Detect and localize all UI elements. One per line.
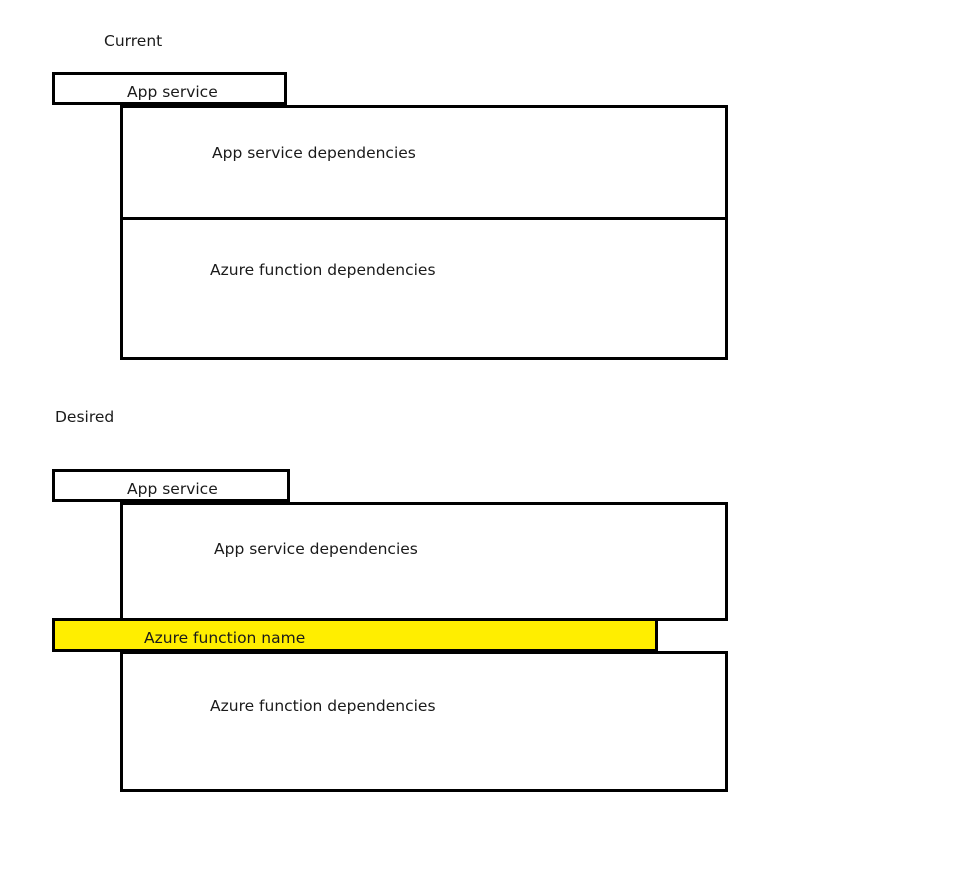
- desired-app-service-label: App service: [127, 480, 218, 498]
- desired-azure-function-name-label: Azure function name: [144, 629, 306, 647]
- desired-app-service-dependencies-label: App service dependencies: [214, 540, 418, 558]
- desired-azure-function-name-bar: [52, 618, 658, 652]
- current-dependencies-divider: [120, 217, 728, 220]
- desired-azure-function-dependencies-box: [120, 651, 728, 792]
- current-dependencies-container: [120, 105, 728, 360]
- desired-app-service-box: [52, 469, 290, 502]
- section-title-desired: Desired: [55, 408, 115, 426]
- current-app-service-box: [52, 72, 287, 105]
- current-azure-function-dependencies-label: Azure function dependencies: [210, 261, 436, 279]
- current-app-service-label: App service: [127, 83, 218, 101]
- desired-azure-function-dependencies-label: Azure function dependencies: [210, 697, 436, 715]
- section-title-current: Current: [104, 32, 163, 50]
- current-app-service-dependencies-label: App service dependencies: [212, 144, 416, 162]
- desired-app-service-dependencies-box: [120, 502, 728, 621]
